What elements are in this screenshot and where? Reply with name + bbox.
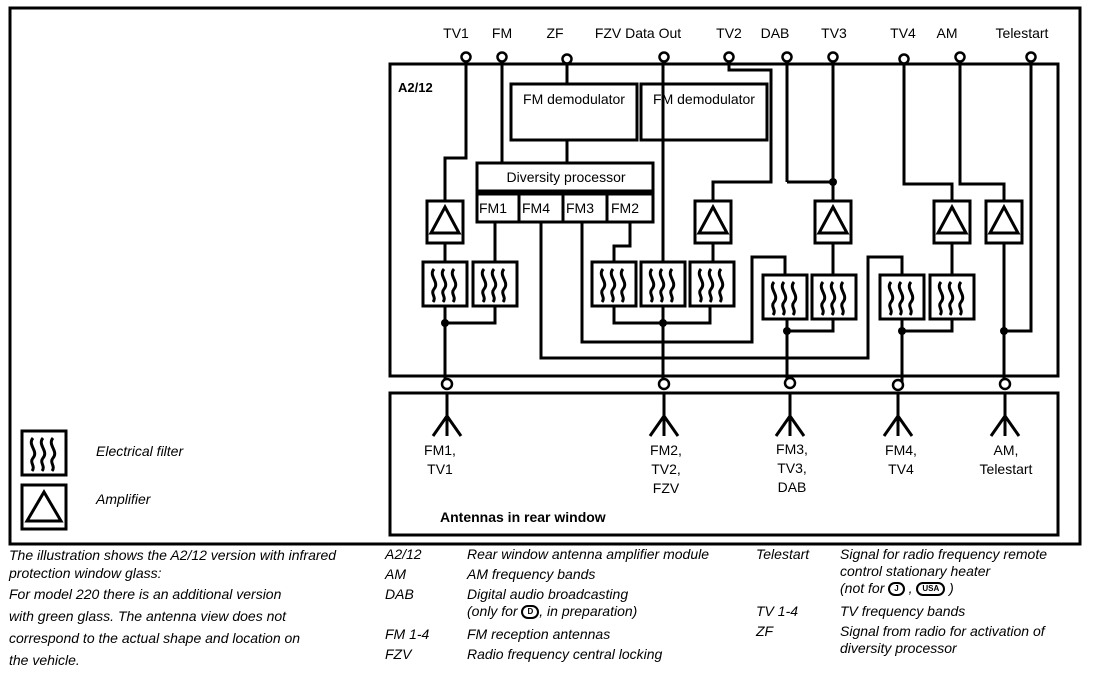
diversity-input-fm1 [475, 192, 521, 224]
antennas-box-label: Antennas in rear window [440, 509, 606, 525]
fm-demodulator-2-label: FM demodulator [653, 91, 755, 107]
glossary-term: ZF [756, 623, 774, 639]
antenna-label: FM2,TV2,FZV [650, 442, 682, 496]
glossary-column-2: Telestart Signal for radio frequency remo… [756, 546, 1086, 660]
glossary-term: DAB [385, 586, 414, 602]
electrical-filter-icon [471, 260, 519, 308]
glossary-def: Signal from radio for activation of dive… [840, 623, 1045, 656]
port-label-fzv: FZV Data Out [595, 25, 681, 41]
glossary-term: FM 1-4 [385, 626, 430, 642]
glossary-def: Digital audio broadcasting(only for D, i… [467, 586, 638, 620]
note-line: with green glass. The antenna view does … [9, 608, 287, 624]
glossary-term: FZV [385, 646, 412, 662]
electrical-filter-icon [928, 273, 976, 321]
port-connectors-bottom [440, 376, 1012, 392]
diversity-input-fm3-label: FM3 [566, 200, 594, 216]
glossary-entry: Telestart Signal for radio frequency remo… [756, 546, 1086, 597]
note-line: The illustration shows the A2/12 version… [9, 547, 337, 581]
glossary-term: A2/12 [385, 546, 422, 562]
amplifier-icon [425, 199, 465, 245]
country-badge-usa: USA [916, 582, 946, 597]
glossary-def: Signal for radio frequency remote contro… [840, 546, 1047, 597]
outer-frame [8, 6, 1082, 546]
glossary-term: AM [385, 566, 406, 582]
antenna-icon [648, 390, 680, 438]
country-badge-j: J [888, 582, 905, 597]
port-label-tv1: TV1 [443, 25, 469, 41]
antenna-icon [774, 390, 806, 438]
glossary-def: TV frequency bands [840, 603, 966, 619]
electrical-filter-icon [878, 273, 926, 321]
electrical-filter-icon [688, 260, 736, 308]
electrical-filter-icon [590, 260, 638, 308]
antenna-icon [882, 390, 914, 438]
country-badge-d: D [521, 605, 540, 620]
legend-amplifier-icon [20, 483, 68, 531]
glossary-def: Radio frequency central locking [467, 646, 663, 662]
signal-wiring [443, 64, 1033, 384]
glossary-entry: ZF Signal from radio for activation of di… [756, 623, 1086, 657]
amplifier-icon [932, 199, 972, 245]
electrical-filter-icon [810, 273, 858, 321]
glossary-term: TV 1-4 [756, 603, 799, 619]
antenna-label: AM,Telestart [980, 442, 1033, 477]
antenna-label: FM3,TV3,DAB [776, 441, 808, 495]
port-label-zf: ZF [546, 25, 563, 41]
port-label-telestart: Telestart [996, 25, 1049, 41]
glossary-entry: A2/12 Rear window antenna amplifier modul… [385, 546, 730, 563]
antennas-box [388, 391, 1060, 537]
antenna-label: FM1,TV1 [424, 442, 456, 477]
port-label-dab: DAB [761, 25, 790, 41]
glossary-entry: FM 1-4 FM reception antennas [385, 626, 730, 643]
port-label-am: AM [937, 25, 958, 41]
port-label-fm: FM [492, 25, 512, 41]
glossary-entry: TV 1-4 TV frequency bands [756, 603, 1086, 620]
junction-dots [441, 178, 1008, 335]
glossary-term: Telestart [756, 546, 810, 562]
antenna-icon [989, 390, 1021, 438]
port-label-tv2: TV2 [716, 25, 742, 41]
electrical-filter-icon [761, 273, 809, 321]
fm-demodulator-1 [509, 82, 639, 142]
diversity-processor [475, 161, 655, 193]
note-line: the vehicle. [9, 652, 80, 668]
port-connectors-top [460, 51, 1037, 65]
glossary-entry: AM AM frequency bands [385, 566, 730, 583]
legend-amplifier-label: Amplifier [95, 491, 152, 507]
electrical-filter-icon [421, 260, 469, 308]
antenna-icon [431, 390, 463, 438]
antenna-label: FM4,TV4 [885, 442, 917, 477]
note-line: correspond to the actual shape and locat… [9, 630, 301, 646]
amplifier-icon [693, 199, 733, 245]
glossary-column-1: A2/12 Rear window antenna amplifier modul… [385, 546, 730, 666]
diversity-input-fm1-label: FM1 [479, 200, 507, 216]
module-box [388, 62, 1060, 378]
glossary-entry: FZV Radio frequency central locking [385, 646, 730, 663]
fm-demodulator-1-label: FM demodulator [523, 91, 625, 107]
legend-filter-icon [20, 429, 68, 477]
diversity-processor-label: Diversity processor [506, 169, 625, 185]
port-label-tv4: TV4 [890, 25, 916, 41]
electrical-filter-icon [639, 260, 687, 308]
diversity-input-fm2-label: FM2 [611, 200, 639, 216]
diversity-input-fm2 [605, 192, 655, 224]
note-line: For model 220 there is an additional ver… [9, 586, 282, 602]
glossary-def: Rear window antenna amplifier module [467, 546, 710, 562]
amplifier-icon [813, 199, 853, 245]
port-label-tv3: TV3 [821, 25, 847, 41]
module-label: A2/12 [398, 80, 433, 95]
amplifier-icon [984, 199, 1024, 245]
diversity-input-fm4-label: FM4 [522, 200, 550, 216]
legend-filter-label: Electrical filter [96, 443, 184, 459]
glossary-def: AM frequency bands [467, 566, 596, 582]
glossary-def: FM reception antennas [467, 626, 611, 642]
illustration-notes: The illustration shows the A2/12 version… [9, 546, 369, 669]
glossary-entry: DAB Digital audio broadcasting(only for D… [385, 586, 730, 620]
